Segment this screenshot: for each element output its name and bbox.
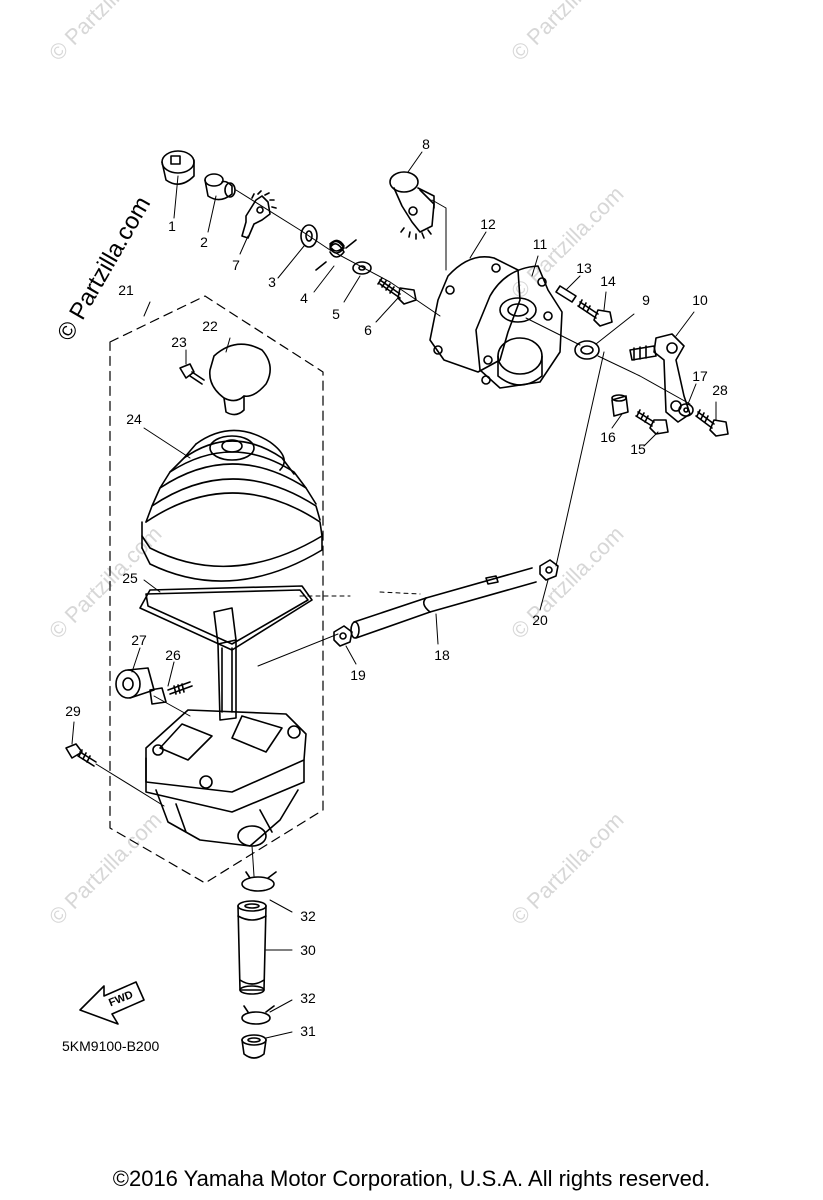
part-31-bushing <box>241 1034 267 1059</box>
callout-16: 16 <box>600 429 616 445</box>
part-28-bolt <box>695 409 729 437</box>
reference-lines <box>95 189 691 877</box>
callout-32-upper: 32 <box>300 908 316 924</box>
part-32-clip-lower <box>241 1005 275 1025</box>
callout-17: 17 <box>692 368 708 384</box>
part-30-tube <box>237 900 267 995</box>
callout-22: 22 <box>202 318 218 334</box>
callout-29: 29 <box>65 703 81 719</box>
part-16-collar <box>611 394 629 417</box>
callout-3: 3 <box>268 274 276 290</box>
part-17-washer <box>678 403 694 417</box>
callout-23: 23 <box>171 334 187 350</box>
callout-32-lower: 32 <box>300 990 316 1006</box>
part-1-collar <box>161 150 195 185</box>
shift-lever-shaft <box>213 607 237 721</box>
callout-28: 28 <box>712 382 728 398</box>
part-7-sector-gear <box>241 190 277 239</box>
callout-12: 12 <box>480 216 496 232</box>
callout-14: 14 <box>600 273 616 289</box>
part-9-seal <box>574 340 600 360</box>
part-8-lever <box>389 171 435 240</box>
part-20-nut <box>539 559 559 581</box>
callout-27: 27 <box>131 632 147 648</box>
part-27-joint <box>115 667 155 699</box>
part-23-screw <box>179 363 205 385</box>
part-13-dowel <box>555 285 577 303</box>
callout-19: 19 <box>350 667 366 683</box>
callout-13: 13 <box>576 260 592 276</box>
leader-lines <box>71 151 717 1039</box>
callout-18: 18 <box>434 647 450 663</box>
part-3-washer <box>300 224 318 248</box>
callout-4: 4 <box>300 290 308 306</box>
part-4-spring <box>315 239 357 271</box>
callout-30: 30 <box>300 942 316 958</box>
callout-20: 20 <box>532 612 548 628</box>
callout-10: 10 <box>692 292 708 308</box>
callout-24: 24 <box>126 411 142 427</box>
shift-base-housing <box>145 709 307 847</box>
callout-11: 11 <box>532 236 548 252</box>
part-19-nut <box>333 625 353 647</box>
assembly-21-outline <box>109 295 324 884</box>
part-32-clip-upper <box>241 871 277 892</box>
callout-21: 21 <box>118 282 134 298</box>
fwd-arrow-icon <box>79 981 145 1025</box>
part-26-bolt <box>149 681 193 705</box>
part-24-boot <box>141 429 323 582</box>
part-2-bushing <box>204 173 236 201</box>
part-12-gasket <box>429 256 521 373</box>
part-22-knob <box>208 343 271 416</box>
part-29-bolt <box>65 743 97 767</box>
part-6-bolt <box>377 277 417 305</box>
part-10-arm <box>629 333 691 423</box>
part-14-bolt <box>577 299 613 327</box>
part-18-rod <box>350 567 537 639</box>
part-11-housing <box>475 265 563 389</box>
callout-7: 7 <box>232 257 240 273</box>
callout-5: 5 <box>332 306 340 322</box>
callout-26: 26 <box>165 647 181 663</box>
part-15-bolt <box>635 409 669 435</box>
callout-1: 1 <box>168 218 176 234</box>
callout-6: 6 <box>364 322 372 338</box>
copyright-notice: ©2016 Yamaha Motor Corporation, U.S.A. A… <box>112 1166 711 1191</box>
callout-25: 25 <box>122 570 138 586</box>
callout-31: 31 <box>300 1023 316 1039</box>
callout-2: 2 <box>200 234 208 250</box>
callout-8: 8 <box>422 136 430 152</box>
callout-9: 9 <box>642 292 650 308</box>
diagram-code: 5KM9100-B200 <box>62 1038 160 1054</box>
part-25-gasket <box>139 585 313 651</box>
part-5-washer <box>352 261 372 275</box>
callout-15: 15 <box>630 441 646 457</box>
